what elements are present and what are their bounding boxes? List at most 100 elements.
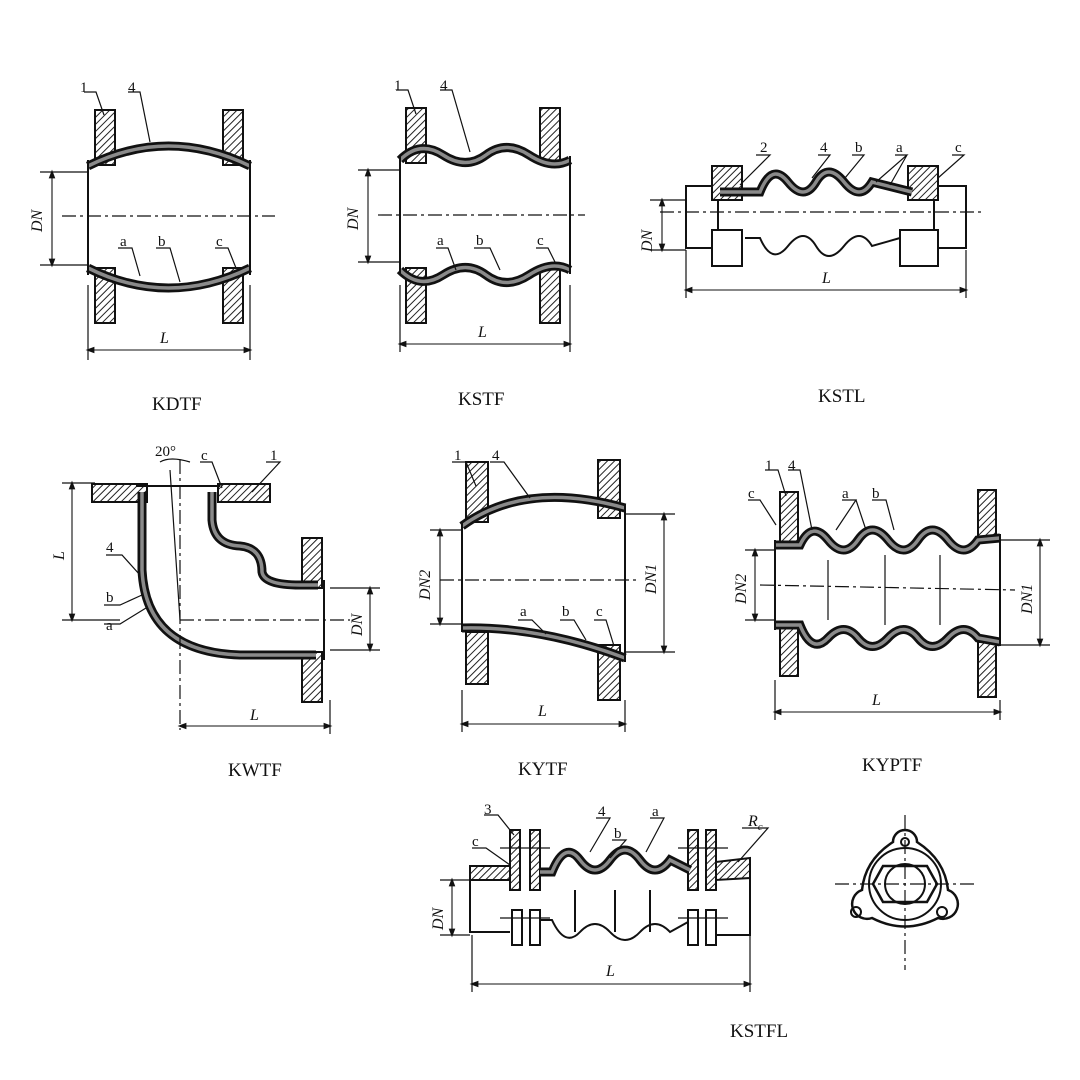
callout-c: c — [216, 234, 223, 250]
bellow-wall — [469, 845, 751, 941]
figure-title: KYTF — [518, 759, 568, 780]
figure-kyptf: DN2 DN1 L c 1 4 a b KYPTF — [733, 458, 1050, 776]
callout-a: a — [520, 604, 527, 620]
callout-4: 4 — [598, 804, 606, 820]
callout-b: b — [855, 140, 863, 156]
figure-title: KSTL — [818, 386, 866, 407]
flange-right-top — [977, 489, 997, 541]
clamp-plate-left-bottom-b — [529, 909, 541, 946]
bellow-wall — [459, 492, 627, 663]
clamp-plate-right-a-top — [687, 829, 699, 891]
callout-a: a — [106, 618, 113, 634]
callout-b: b — [872, 486, 880, 502]
clamp-plate-right-b-top — [705, 829, 717, 891]
callout-3: 3 — [484, 802, 492, 818]
dn-label: DN — [349, 612, 366, 637]
callout-1: 1 — [394, 78, 402, 94]
figure-title: KSTFL — [730, 1021, 788, 1042]
clamp-plate-left-a-top — [509, 829, 521, 891]
l-vertical-label: L — [51, 551, 68, 561]
callout-1: 1 — [765, 458, 773, 474]
l-label: L — [821, 270, 831, 287]
callout-a: a — [896, 140, 903, 156]
dn1-label: DN1 — [643, 564, 660, 595]
callout-c: c — [472, 834, 479, 850]
callout-4: 4 — [440, 78, 448, 94]
clamp-bolts — [500, 847, 728, 919]
flange-end-view — [835, 815, 975, 970]
callout-c: c — [748, 486, 755, 502]
clamp-plate-left-b-top — [529, 829, 541, 891]
callout-c: c — [201, 448, 208, 464]
callout-a: a — [437, 233, 444, 249]
union-nut-left-bottom — [711, 229, 743, 267]
figure-kwtf: 20° c 1 4 b a L DN L KWTF — [51, 444, 380, 781]
callout-c: c — [955, 140, 962, 156]
figure-kstfl: DN L 3 c 4 b a Rc KSTFL — [430, 802, 975, 1042]
callout-2: 2 — [760, 140, 768, 156]
l-label: L — [249, 707, 259, 724]
flange-top-left — [91, 483, 148, 503]
figure-title: KWTF — [228, 760, 282, 781]
dn-label: DN — [29, 208, 46, 233]
flange-right-bottom — [977, 641, 997, 698]
flange-left-bottom — [465, 631, 489, 685]
clamp-plate-left-bottom — [511, 909, 523, 946]
dn-label: DN — [430, 906, 447, 931]
callout-1: 1 — [80, 80, 88, 96]
elbow-wall — [136, 485, 325, 660]
bellow-wall — [396, 143, 573, 287]
callout-b: b — [106, 590, 114, 606]
callout-4: 4 — [492, 448, 500, 464]
dn-label: DN — [345, 206, 362, 231]
flange-left-bottom — [779, 627, 799, 677]
flange-right-bottom — [539, 267, 561, 324]
figure-title: KDTF — [152, 394, 202, 415]
flange-left-top — [465, 461, 489, 523]
flange-left-top — [779, 491, 799, 545]
figure-title: KYPTF — [862, 755, 922, 776]
flange-right-top — [539, 107, 561, 164]
figure-title: KSTF — [458, 389, 504, 410]
union-nut-right-bottom — [899, 229, 939, 267]
bellow-wall — [85, 141, 252, 293]
dn1-label: DN1 — [1019, 584, 1036, 615]
bellow-wall — [720, 167, 914, 257]
callout-4: 4 — [788, 458, 796, 474]
l-label: L — [477, 324, 487, 341]
flange-right-top — [222, 109, 244, 166]
pipe-end-right — [715, 856, 751, 882]
union-nut-right-top — [907, 165, 939, 201]
clamp-plate-right-bottom-b — [705, 909, 717, 946]
l-label: L — [537, 703, 547, 720]
figure-kdtf: DN L 1 4 a b c KDTF — [29, 80, 275, 415]
dn2-label: DN2 — [417, 570, 434, 601]
figure-kytf: DN2 DN1 L 1 4 a b c KYTF — [417, 448, 675, 780]
l-label: L — [605, 963, 615, 980]
callout-4: 4 — [128, 80, 136, 96]
callout-1: 1 — [454, 448, 462, 464]
l-label: L — [871, 692, 881, 709]
figure-kstl: DN L 2 4 b a c KSTL — [639, 140, 985, 407]
callout-b: b — [614, 826, 622, 842]
callout-a: a — [652, 804, 659, 820]
l-label: L — [159, 330, 169, 347]
pipe-right — [933, 185, 967, 249]
dn-label: DN — [639, 228, 656, 253]
centerline — [759, 584, 1016, 591]
angle-label: 20° — [155, 444, 176, 460]
callout-c: c — [596, 604, 603, 620]
callout-a: a — [842, 486, 849, 502]
rc-label: Rc — [747, 813, 763, 833]
callout-1: 1 — [270, 448, 278, 464]
callout-4: 4 — [106, 540, 114, 556]
dn2-label: DN2 — [733, 574, 750, 605]
callout-c: c — [537, 233, 544, 249]
callout-4: 4 — [820, 140, 828, 156]
callout-b: b — [158, 234, 166, 250]
figure-kstf: DN L 1 4 a b c KSTF — [345, 78, 585, 410]
clamp-plate-right-bottom — [687, 909, 699, 946]
flange-top-right — [217, 483, 271, 503]
